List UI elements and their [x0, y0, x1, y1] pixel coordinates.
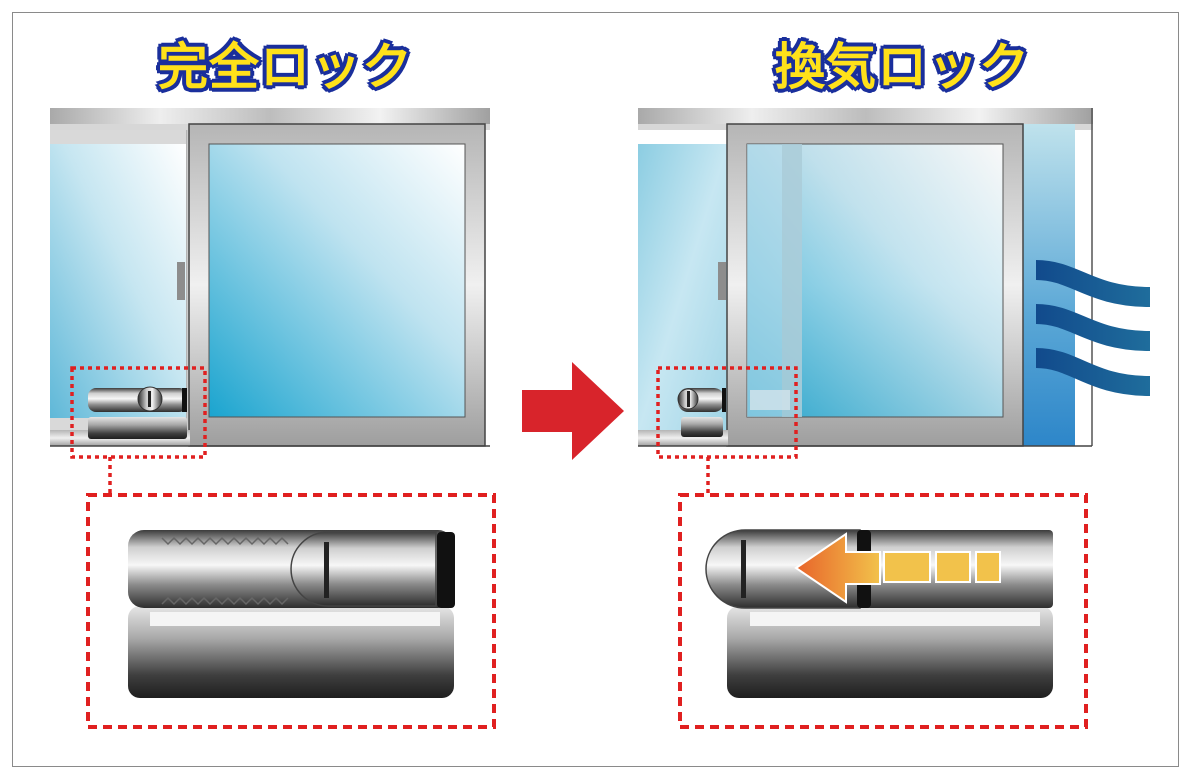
- right-pane-glass: [209, 144, 465, 417]
- title-full-lock: 完全ロック: [158, 38, 413, 96]
- airflow-waves-icon: [1035, 260, 1151, 396]
- left-pane-glass: [638, 144, 728, 434]
- left-arrow-icon: [794, 532, 881, 604]
- zoom-box-right: [678, 493, 1088, 729]
- window-vent-lock: [638, 108, 1151, 495]
- zoom-marker-left: [70, 366, 207, 459]
- zoom-marker-right: [656, 366, 798, 459]
- crescent-lock-icon: [718, 262, 726, 300]
- lock-base: [128, 606, 454, 698]
- right-arrow-icon: [522, 362, 624, 460]
- left-pane-glass: [50, 144, 186, 418]
- top-rail: [50, 108, 490, 124]
- outer-frame: [12, 12, 1179, 767]
- lock-knob: [290, 531, 437, 607]
- crescent-lock-icon: [177, 262, 185, 300]
- window-full-lock: [50, 108, 490, 495]
- vent-lock-small-closed: [88, 386, 187, 439]
- screw-slot-icon: [741, 540, 746, 598]
- top-rail: [638, 108, 1093, 124]
- zoom-box-left: [86, 493, 496, 729]
- screw-slot-icon: [324, 542, 329, 598]
- lock-base: [727, 606, 1053, 698]
- title-vent-lock: 換気ロック: [775, 38, 1030, 96]
- vent-lock-small-open: [677, 388, 790, 437]
- detail-vent-lock: [678, 493, 1088, 729]
- detail-full-lock: [86, 493, 496, 729]
